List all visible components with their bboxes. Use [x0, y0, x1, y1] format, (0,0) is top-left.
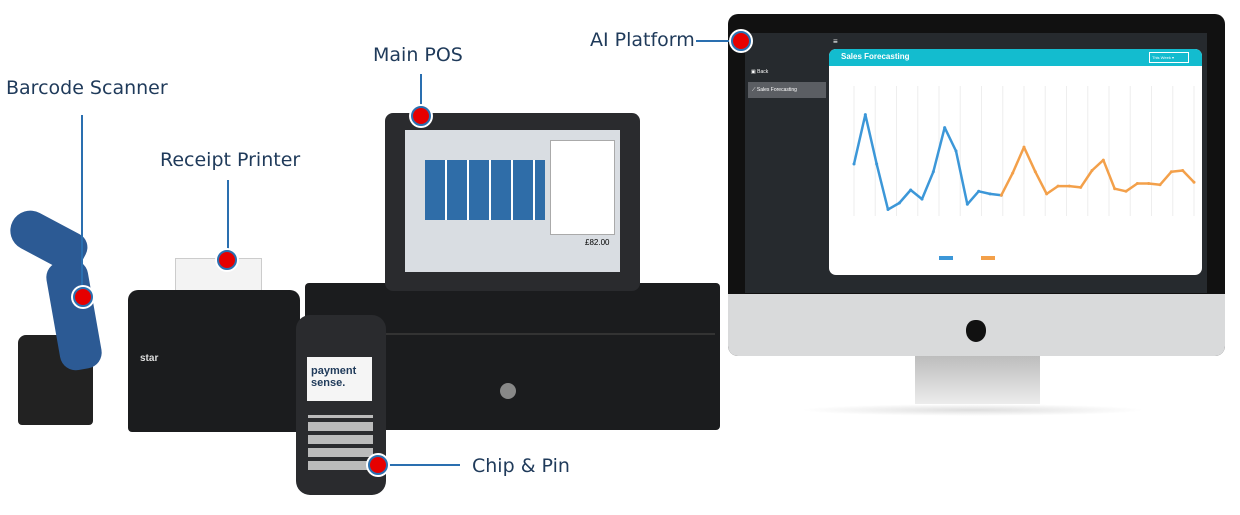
leader-line [227, 180, 229, 252]
printer-logo: star [140, 353, 159, 364]
label-chip-pin: Chip & Pin [472, 455, 570, 477]
data-point [1056, 184, 1060, 188]
back-icon: ▣ [751, 69, 758, 75]
data-point [1033, 170, 1037, 174]
leader-line [81, 115, 83, 295]
data-point [886, 208, 890, 211]
barcode-scanner-device [3, 203, 105, 430]
data-point [1113, 187, 1117, 191]
data-point [1181, 169, 1185, 172]
main-pos-device: £82.00 [385, 113, 640, 291]
data-point [1192, 180, 1196, 184]
monitor-base [800, 404, 1145, 416]
series-line-actual [852, 113, 1002, 211]
data-point [897, 201, 901, 205]
marker-ai-platform[interactable] [731, 31, 751, 51]
chart-icon: ⟋ [752, 87, 757, 93]
receipt-printer-device: star [128, 258, 300, 432]
pos-total: £82.00 [585, 238, 610, 247]
label-receipt-printer: Receipt Printer [160, 149, 301, 171]
data-point [1090, 169, 1094, 172]
data-point [1124, 189, 1128, 193]
marker-chip-pin[interactable] [368, 455, 388, 475]
leader-line [388, 464, 460, 466]
marker-main-pos[interactable] [411, 106, 431, 126]
sidebar-item-sales-forecasting[interactable]: ⟋ Sales Forecasting [748, 82, 826, 98]
monitor-stand [915, 354, 1040, 406]
label-barcode-scanner: Barcode Scanner [6, 77, 168, 99]
data-point [852, 162, 856, 166]
label-main-pos: Main POS [373, 44, 463, 66]
period-dropdown[interactable]: This Week ▾ [1149, 52, 1189, 63]
data-point [1101, 158, 1105, 162]
terminal-brand: payment sense. [307, 357, 372, 401]
monitor: ▣ Back ⟋ Sales Forecasting ≡ Sales Forec… [728, 14, 1225, 356]
data-point [931, 170, 935, 174]
forecast-card: Sales Forecasting This Week ▾ [829, 49, 1202, 275]
ai-screen: ▣ Back ⟋ Sales Forecasting ≡ Sales Forec… [745, 33, 1207, 293]
data-point [920, 197, 924, 201]
series-line-forecast [1000, 145, 1195, 196]
marker-barcode-scanner[interactable] [73, 287, 93, 307]
data-point [1079, 185, 1083, 189]
data-point [1169, 170, 1173, 174]
data-point [1011, 171, 1015, 175]
data-point [943, 126, 947, 130]
legend-swatch-actual[interactable] [939, 256, 953, 260]
data-point [875, 162, 879, 166]
data-point [977, 189, 981, 193]
marker-receipt-printer[interactable] [217, 250, 237, 270]
apple-logo-icon [966, 320, 986, 342]
chip-pin-terminal: payment sense. [296, 315, 386, 495]
pos-screen: £82.00 [405, 130, 620, 272]
sales-chart [852, 86, 1196, 260]
leader-line [696, 40, 734, 42]
leader-line [420, 74, 422, 110]
data-point [1135, 182, 1139, 185]
sidebar-item-back[interactable]: ▣ Back [751, 69, 769, 75]
data-point [1158, 183, 1162, 187]
data-point [988, 192, 992, 196]
data-point [1067, 184, 1071, 188]
card-title: Sales Forecasting [841, 52, 910, 61]
label-ai-platform: AI Platform [590, 29, 695, 51]
data-point [999, 193, 1003, 197]
data-point [954, 149, 958, 153]
data-point [1045, 192, 1049, 196]
data-point [909, 188, 913, 192]
menu-icon[interactable]: ≡ [833, 37, 838, 46]
data-point [1022, 145, 1026, 149]
legend-swatch-forecast[interactable] [981, 256, 995, 260]
data-point [965, 202, 969, 206]
data-point [863, 113, 867, 117]
data-point [1147, 182, 1151, 185]
